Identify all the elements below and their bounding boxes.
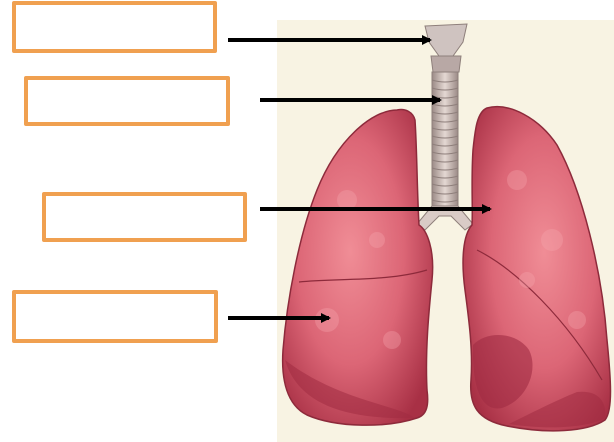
label-box-bronchus[interactable] (42, 192, 247, 242)
label-box-trachea[interactable] (12, 1, 217, 53)
label-box-lung[interactable] (12, 290, 218, 343)
lungs-illustration (277, 20, 614, 442)
trachea (432, 72, 458, 208)
label-box-airway[interactable] (24, 76, 230, 126)
